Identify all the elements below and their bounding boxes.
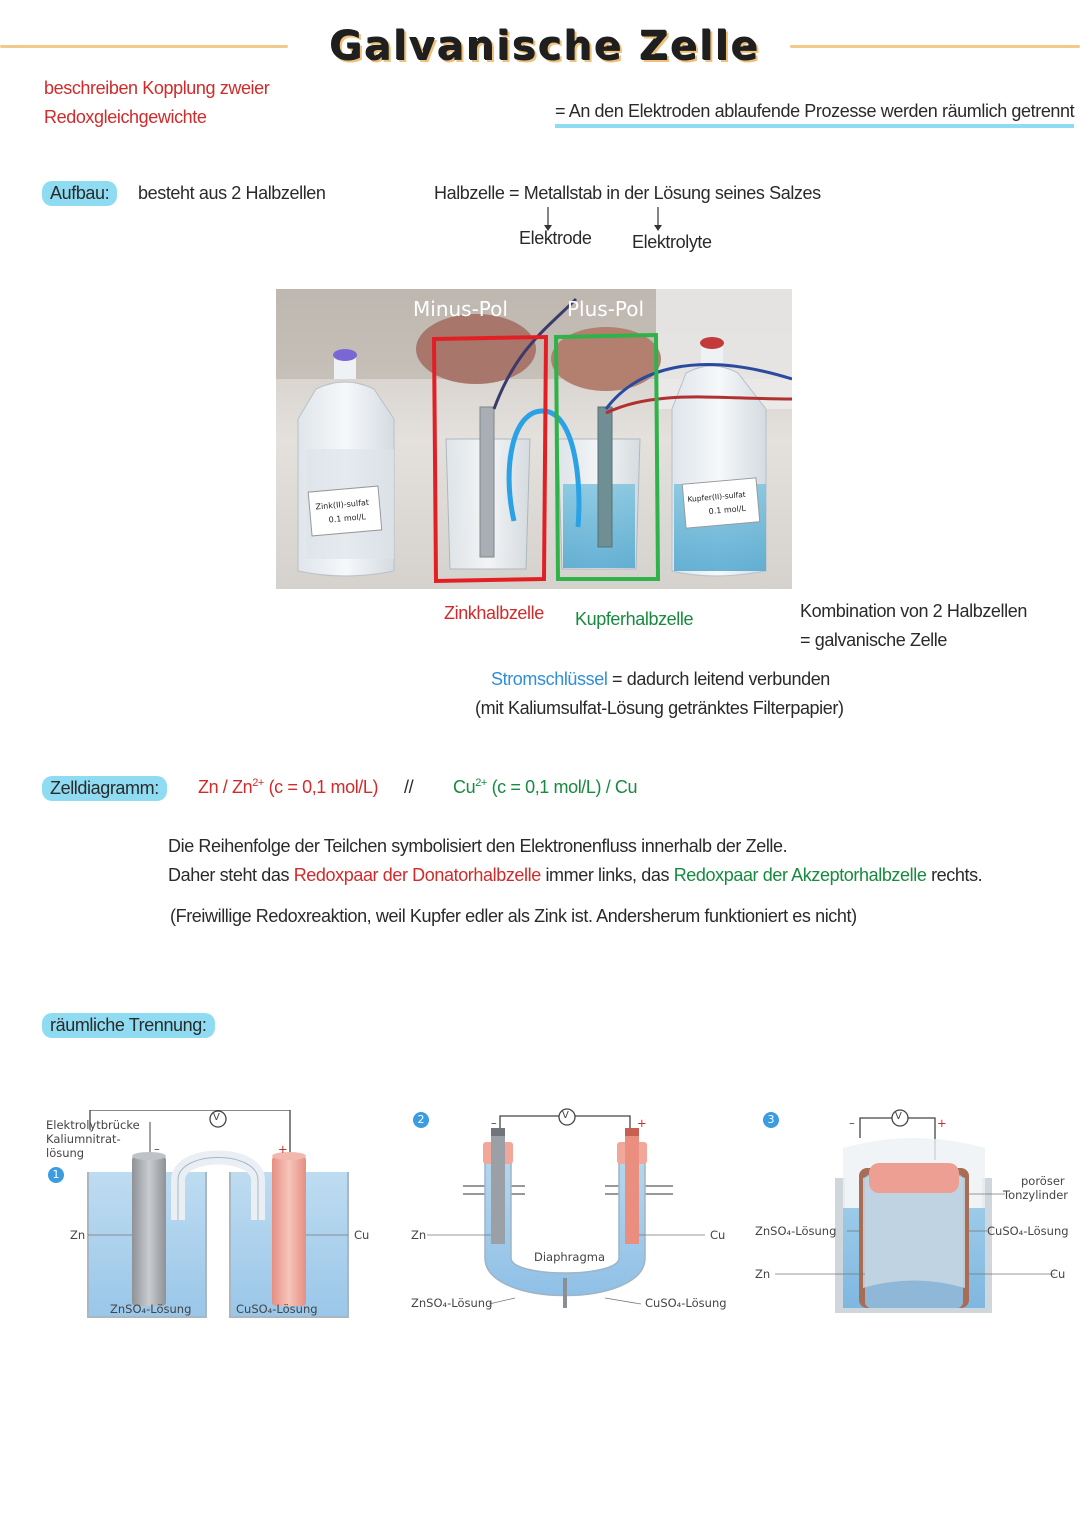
zelldiagramm-left-charge: 2+ bbox=[252, 777, 264, 789]
trennung-label: räumliche Trennung: bbox=[42, 1013, 215, 1038]
page-title: Galvanische Zelle bbox=[330, 24, 761, 70]
aufbau-text: besteht aus 2 Halbzellen bbox=[138, 183, 326, 203]
d2-zn-label: Zn bbox=[411, 1228, 427, 1242]
zelldiagramm-label: Zelldiagramm: bbox=[42, 776, 167, 801]
d1-cu-label: Cu bbox=[354, 1228, 370, 1242]
d2-cuso4-label: CuSO₄-Lösung bbox=[645, 1296, 727, 1310]
kombination-line-1: Kombination von 2 Halbzellen bbox=[800, 601, 1027, 621]
title-line-right bbox=[790, 45, 1080, 48]
d2-diaphragma-label: Diaphragma bbox=[534, 1250, 606, 1264]
zelldiagramm-explanation-3: (Freiwillige Redoxreaktion, weil Kupfer … bbox=[170, 906, 857, 926]
elektrolyte-label: Elektrolyte bbox=[632, 232, 712, 252]
zinkhalbzelle-caption: Zinkhalbzelle bbox=[444, 603, 544, 623]
expl2-akzeptor: Redoxpaar der Akzeptorhalbzelle bbox=[673, 865, 927, 885]
filterpapier-note: (mit Kaliumsulfat-Lösung getränktes Filt… bbox=[475, 698, 844, 718]
d1-bridge-label-3: lösung bbox=[46, 1146, 85, 1160]
kombination-line-2: = galvanische Zelle bbox=[800, 630, 947, 650]
zelldiagramm-right-charge: 2+ bbox=[475, 777, 487, 789]
expl2-donator: Redoxpaar der Donatorhalbzelle bbox=[293, 865, 542, 885]
d2-znso4-label: ZnSO₄-Lösung bbox=[411, 1296, 493, 1310]
zelldiagramm-left-conc: (c = 0,1 mol/L) bbox=[263, 777, 379, 797]
d3-zn-label: Zn bbox=[755, 1267, 771, 1281]
stromschluessel-line: Stromschlüssel = dadurch leitend verbund… bbox=[491, 669, 830, 690]
zelldiagramm-left-pair: Zn / Zn bbox=[198, 777, 253, 797]
stromschluessel-term: Stromschlüssel bbox=[491, 669, 608, 689]
title-line-left bbox=[0, 45, 288, 48]
d1-bridge-label-2: Kaliumnitrat- bbox=[46, 1132, 121, 1146]
d1-bridge-label-1: Elektrolytbrücke bbox=[46, 1118, 140, 1132]
d2-v-label: V bbox=[562, 1110, 569, 1121]
arrows-halbzelle bbox=[544, 207, 662, 231]
d2-number: 2 bbox=[413, 1112, 429, 1128]
d1-plus: + bbox=[278, 1142, 288, 1156]
d3-minus: – bbox=[849, 1116, 855, 1130]
expl2-part-c: immer links, das bbox=[540, 865, 674, 885]
d1-v-label: V bbox=[213, 1112, 220, 1123]
d3-znso4-label: ZnSO₄-Lösung bbox=[755, 1224, 837, 1238]
stromschluessel-rest: = dadurch leitend verbunden bbox=[607, 669, 830, 689]
d1-zn-label: Zn bbox=[70, 1228, 86, 1242]
d3-poros-label-2: Tonzylinder bbox=[1003, 1188, 1069, 1202]
minus-pol-label: Minus-Pol bbox=[413, 297, 508, 321]
aufbau-label: Aufbau: bbox=[42, 181, 118, 206]
d2-plus: + bbox=[637, 1116, 647, 1130]
expl2-part-e: rechts. bbox=[926, 865, 983, 885]
intro-line-1: beschreiben Kopplung zweier bbox=[44, 78, 270, 98]
diagram-2-u-tube: 2 V – + Zn Cu Diaphragma ZnSO₄-Lösung Cu… bbox=[405, 1108, 735, 1323]
d3-v-label: V bbox=[895, 1111, 902, 1122]
bottle-right-label-2: 0.1 mol/L bbox=[708, 504, 747, 516]
plus-pol-label: Plus-Pol bbox=[567, 297, 644, 321]
definition-text: = An den Elektroden ablaufende Prozesse … bbox=[555, 101, 1075, 128]
halbzelle-definition: Halbzelle = Metallstab in der Lösung sei… bbox=[434, 183, 821, 203]
d3-cuso4-label: CuSO₄-Lösung bbox=[987, 1224, 1069, 1238]
elektrode-label: Elektrode bbox=[519, 228, 592, 248]
d2-cu-label: Cu bbox=[710, 1228, 726, 1242]
bottle-left-label-2: 0.1 mol/L bbox=[328, 512, 367, 524]
zelldiagramm-right-ion: Cu bbox=[453, 777, 476, 797]
d1-znso4-label: ZnSO₄-Lösung bbox=[110, 1302, 192, 1316]
galvanic-cell-photo: Zink(II)-sulfat 0.1 mol/L Kupfer(II)-sul… bbox=[276, 289, 792, 589]
zelldiagramm-separator: // bbox=[404, 777, 414, 797]
d3-number: 3 bbox=[763, 1112, 779, 1128]
zelldiagramm-right: Cu2+ (c = 0,1 mol/L) / Cu bbox=[453, 777, 638, 798]
zelldiagramm-explanation-1: Die Reihenfolge der Teilchen symbolisier… bbox=[168, 836, 788, 856]
expl2-part-a: Daher steht das bbox=[168, 865, 294, 885]
d3-poros-label-1: poröser bbox=[1021, 1174, 1065, 1188]
zelldiagramm-right-conc: (c = 0,1 mol/L) / Cu bbox=[486, 777, 638, 797]
d1-cuso4-label: CuSO₄-Lösung bbox=[236, 1302, 318, 1316]
diagram-3-porous-cylinder: 3 V – + poröser Tonzylinder ZnSO₄-Lösung… bbox=[755, 1108, 1075, 1323]
kupferhalbzelle-caption: Kupferhalbzelle bbox=[575, 609, 694, 629]
zelldiagramm-explanation-2: Daher steht das Redoxpaar der Donatorhal… bbox=[168, 865, 983, 886]
d3-plus: + bbox=[937, 1116, 947, 1130]
d2-minus: – bbox=[491, 1116, 497, 1130]
d1-minus: – bbox=[154, 1142, 160, 1156]
diagram-1-salt-bridge: V – + Elektrolytbrücke Kaliumnitrat- lös… bbox=[40, 1110, 370, 1325]
d1-number: 1 bbox=[48, 1167, 64, 1183]
zelldiagramm-left: Zn / Zn2+ (c = 0,1 mol/L) bbox=[198, 777, 379, 798]
d3-cu-label: Cu bbox=[1050, 1267, 1066, 1281]
intro-line-2: Redoxgleichgewichte bbox=[44, 107, 207, 127]
